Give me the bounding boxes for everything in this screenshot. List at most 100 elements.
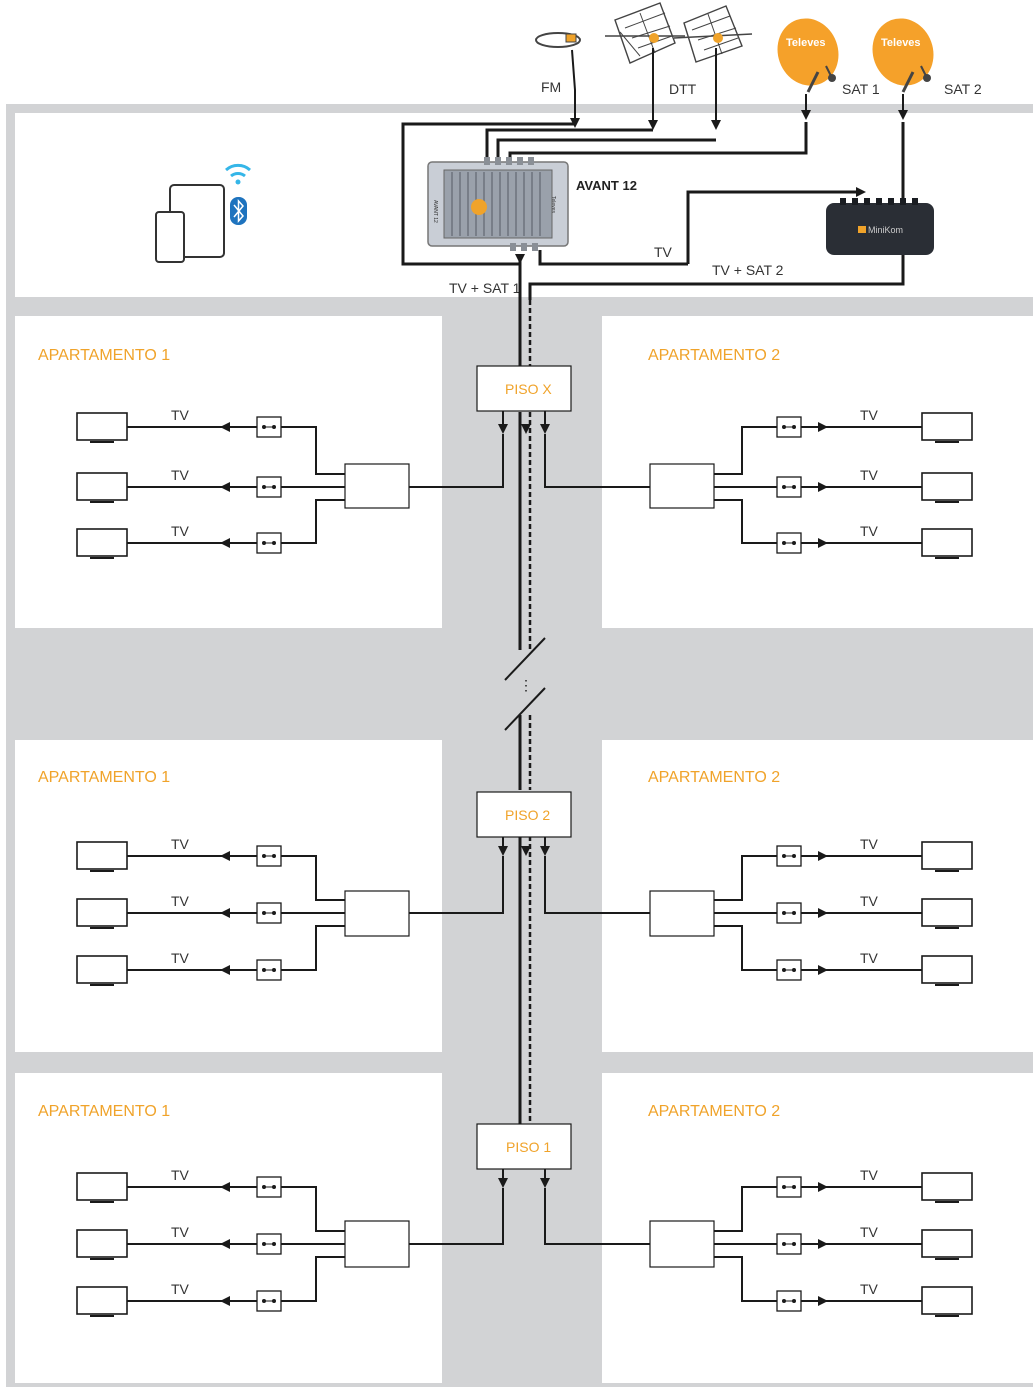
avant-device-brand: Televes xyxy=(550,196,556,213)
wall-outlet-icon xyxy=(776,416,802,438)
tv-icon xyxy=(76,528,128,557)
floor-1: APARTAMENTO 1 APARTAMENTO 2 PISO 1 xyxy=(38,1103,800,1302)
tv-label: TV xyxy=(860,950,879,966)
tv-point-left: TV xyxy=(76,950,282,986)
floor-2-apt1-title: APARTAMENTO 1 xyxy=(38,769,170,786)
floor-x-apt2-title: APARTAMENTO 2 xyxy=(648,347,780,364)
tv-icon xyxy=(921,1229,973,1258)
tv-label: TV xyxy=(171,1224,190,1240)
tv-icon xyxy=(921,955,973,984)
floor-x-apt1-title: APARTAMENTO 1 xyxy=(38,347,170,364)
wall-outlet-icon xyxy=(776,1290,802,1312)
bluetooth-icon xyxy=(230,197,247,225)
splitter-box xyxy=(649,463,715,509)
sat2-label: SAT 2 xyxy=(944,81,982,97)
wall-outlet-icon xyxy=(256,476,282,498)
tv-point-right: TV xyxy=(776,1224,973,1260)
tv-icon xyxy=(921,1286,973,1315)
tv-label: TV xyxy=(860,407,879,423)
tv-icon xyxy=(76,1172,128,1201)
tv-icon xyxy=(76,472,128,501)
tv-icon xyxy=(76,1229,128,1258)
tv-point-right: TV xyxy=(776,407,973,443)
minikom-text: MiniKom xyxy=(868,225,903,235)
sat1-label: SAT 1 xyxy=(842,81,880,97)
tv-label: TV xyxy=(860,523,879,539)
tv-point-right: TV xyxy=(776,523,973,559)
tv-label: TV xyxy=(860,467,879,483)
avant12-headend: AVANT 12 Televes xyxy=(427,157,569,251)
wall-outlet-icon xyxy=(256,902,282,924)
satellite-dish-icon: Televes xyxy=(777,18,839,93)
wall-outlet-icon xyxy=(776,532,802,554)
phone-icon xyxy=(155,211,185,263)
tv-label: TV xyxy=(860,1224,879,1240)
wall-outlet-icon xyxy=(776,902,802,924)
tv-point-right: TV xyxy=(776,836,973,872)
piso-2-box xyxy=(476,791,572,838)
fm-antenna-icon xyxy=(535,32,581,48)
tv-icon xyxy=(76,841,128,870)
splitter-box xyxy=(344,1220,410,1268)
wall-outlet-icon xyxy=(256,1290,282,1312)
piso-1-label: PISO 1 xyxy=(506,1139,551,1155)
dtt-antenna-icon xyxy=(605,2,753,64)
tv-label: TV xyxy=(860,836,879,852)
tv-label: TV xyxy=(171,893,190,909)
wall-outlet-icon xyxy=(256,845,282,867)
tv-label: TV xyxy=(171,836,190,852)
tv-point-left: TV xyxy=(76,467,282,503)
tv-label: TV xyxy=(171,1167,190,1183)
wall-outlet-icon xyxy=(776,1176,802,1198)
wall-outlet-icon xyxy=(256,959,282,981)
floor-x: APARTAMENTO 1 APARTAMENTO 2 PISO X xyxy=(38,347,800,544)
tv-point-left: TV xyxy=(76,407,282,443)
dish2-brand: Televes xyxy=(881,37,921,49)
splitter-box xyxy=(649,1220,715,1268)
fm-downlead xyxy=(571,49,576,120)
floor-2: APARTAMENTO 1 APARTAMENTO 2 PISO 2 xyxy=(38,769,800,971)
piso-x-label: PISO X xyxy=(505,381,552,397)
tv-point-right: TV xyxy=(776,467,973,503)
tv-point-left: TV xyxy=(76,1167,282,1203)
floor-1-apt1-title: APARTAMENTO 1 xyxy=(38,1103,170,1120)
satellite-dish-icon: Televes xyxy=(872,18,934,93)
wifi-icon xyxy=(225,163,251,185)
dtt-label: DTT xyxy=(669,81,697,97)
tv-label: TV xyxy=(171,467,190,483)
wall-outlet-icon xyxy=(776,959,802,981)
tv-icon xyxy=(921,412,973,441)
tv-icon xyxy=(921,472,973,501)
tv-label: TV xyxy=(860,893,879,909)
tv-icon xyxy=(921,1172,973,1201)
wall-outlet-icon xyxy=(256,416,282,438)
tv-icon xyxy=(76,1286,128,1315)
floor-1-apt2-title: APARTAMENTO 2 xyxy=(648,1103,780,1120)
splitter-box xyxy=(344,890,410,937)
tv-icon xyxy=(76,412,128,441)
wall-outlet-icon xyxy=(776,845,802,867)
tv-sat1-label: TV + SAT 1 xyxy=(449,280,521,296)
tv-label: TV xyxy=(171,407,190,423)
tv-output-label: TV xyxy=(654,244,673,260)
tv-point-left: TV xyxy=(76,836,282,872)
tv-point-left: TV xyxy=(76,1281,282,1317)
piso-x-box xyxy=(476,365,572,412)
wall-outlet-icon xyxy=(256,1176,282,1198)
tv-point-left: TV xyxy=(76,893,282,929)
riser: ⋮ xyxy=(504,254,546,1124)
avant12-label: AVANT 12 xyxy=(576,178,637,193)
splitter-box xyxy=(649,890,715,937)
tv-icon xyxy=(921,898,973,927)
tv-label: TV xyxy=(171,1281,190,1297)
wall-outlet-icon xyxy=(256,1233,282,1255)
tv-point-right: TV xyxy=(776,1281,973,1317)
avant-device-text: AVANT 12 xyxy=(432,200,438,223)
tv-label: TV xyxy=(171,523,190,539)
tv-point-right: TV xyxy=(776,950,973,986)
tv-label: TV xyxy=(860,1281,879,1297)
tv-icon xyxy=(76,955,128,984)
tv-point-left: TV xyxy=(76,1224,282,1260)
